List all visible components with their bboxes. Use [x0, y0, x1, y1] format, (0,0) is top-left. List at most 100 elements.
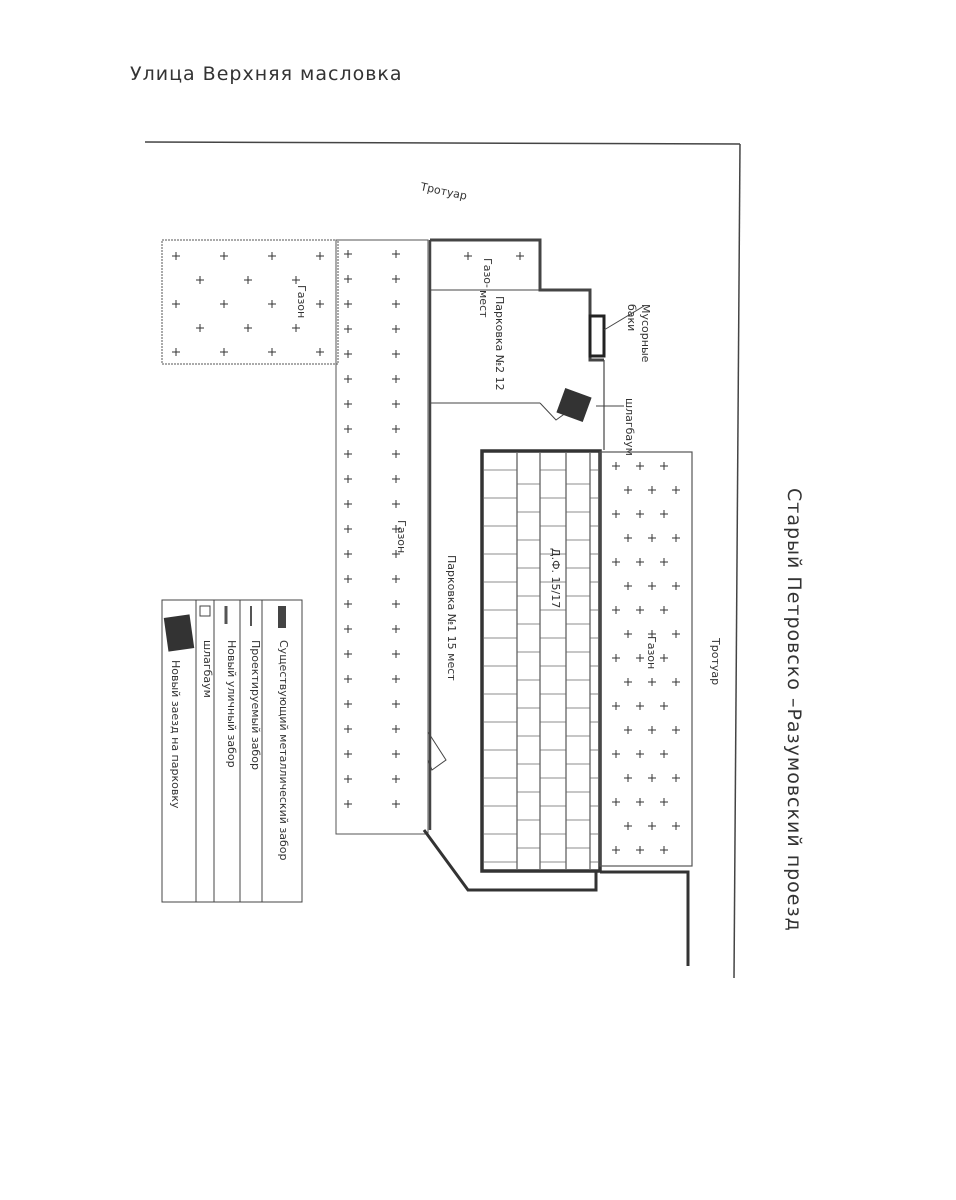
- lawn-mark: [244, 276, 252, 284]
- lawn-mark: [344, 475, 352, 483]
- lawn-mark: [344, 525, 352, 533]
- lawn-mark: [636, 462, 644, 470]
- lawn-mark: [624, 534, 632, 542]
- lawn-mark: [344, 675, 352, 683]
- lawn-mark: [660, 798, 668, 806]
- lawn-mark: [316, 252, 324, 260]
- lawn-mark: [648, 726, 656, 734]
- lawn-mark: [636, 846, 644, 854]
- lawn-marks: [172, 250, 680, 854]
- lawn-small-label: Газо-: [481, 258, 494, 288]
- ramp: [427, 731, 447, 771]
- lawn-mark: [648, 774, 656, 782]
- lawn-mark: [660, 750, 668, 758]
- lawn-mark: [344, 325, 352, 333]
- lawn-mark: [392, 400, 400, 408]
- parking2-label-2: мест: [477, 290, 490, 318]
- lawn-mark: [344, 800, 352, 808]
- lawn-mark: [392, 700, 400, 708]
- lawn-mark: [624, 678, 632, 686]
- lawn-mark: [392, 675, 400, 683]
- lawn-mark: [220, 300, 228, 308]
- trash-bin: [588, 314, 606, 358]
- lawn-mark: [392, 725, 400, 733]
- lawn-mark: [292, 276, 300, 284]
- lawn-mark: [648, 822, 656, 830]
- legend-box: [161, 599, 303, 903]
- lawn-mark: [660, 606, 668, 614]
- lawn-mark: [392, 375, 400, 383]
- lawn-mark: [636, 654, 644, 662]
- legend-symbol-existing-fence: [278, 606, 286, 628]
- lawn-mark: [268, 300, 276, 308]
- lawn-mark: [344, 725, 352, 733]
- lawn-mark: [672, 774, 680, 782]
- trash-label-1: Мусорные: [639, 304, 652, 363]
- lawn-mark: [316, 348, 324, 356]
- lawn-mark: [392, 650, 400, 658]
- lawn-left-label: Газон: [395, 520, 408, 553]
- lawn-mark: [344, 550, 352, 558]
- lawn-topleft-label: Газон: [295, 285, 308, 318]
- bottom-fence: [422, 829, 690, 966]
- lawn-mark: [344, 350, 352, 358]
- lawn-mark: [344, 500, 352, 508]
- lawn-mark: [648, 534, 656, 542]
- lawn-right-label: Газон: [645, 636, 658, 669]
- lawn-mark: [268, 348, 276, 356]
- sidewalk-right-label: Тротуар: [709, 637, 722, 685]
- lawn-mark: [392, 600, 400, 608]
- lawn-mark: [392, 625, 400, 633]
- lawn-mark: [612, 462, 620, 470]
- lawn-topleft: [161, 239, 339, 365]
- lawn-mark: [612, 654, 620, 662]
- lawn-mark: [344, 650, 352, 658]
- lawn-mark: [392, 250, 400, 258]
- lawn-mark: [392, 800, 400, 808]
- trash-label-2: баки: [625, 304, 638, 331]
- lawn-mark: [344, 775, 352, 783]
- parking15-label: Парковка №1 15 мест: [445, 555, 458, 681]
- lawn-mark: [660, 702, 668, 710]
- lawn-mark: [344, 300, 352, 308]
- lawn-mark: [220, 252, 228, 260]
- lawn-mark: [612, 558, 620, 566]
- lawn-mark: [636, 510, 644, 518]
- lawn-mark: [672, 630, 680, 638]
- lawn-mark: [392, 750, 400, 758]
- lawn-right: [599, 451, 693, 867]
- lawn-mark: [344, 750, 352, 758]
- lawn-mark: [648, 630, 656, 638]
- lawn-mark: [624, 486, 632, 494]
- lawn-mark: [392, 475, 400, 483]
- lawn-mark: [672, 486, 680, 494]
- lawn-mark: [660, 558, 668, 566]
- lawn-mark: [660, 654, 668, 662]
- lawn-mark: [220, 348, 228, 356]
- sidewalk-top-label: Тротуар: [418, 180, 468, 203]
- legend-item-existing: Существующий металлический забор: [277, 640, 290, 860]
- lawn-mark: [344, 250, 352, 258]
- lawn-mark: [672, 822, 680, 830]
- lawn-mark: [392, 500, 400, 508]
- new-entrance-marker: [556, 387, 592, 423]
- lawn-mark: [344, 425, 352, 433]
- lawn-mark: [392, 550, 400, 558]
- lawn-mark: [624, 822, 632, 830]
- lawn-mark: [636, 558, 644, 566]
- lawn-mark: [344, 600, 352, 608]
- lawn-mark: [344, 450, 352, 458]
- legend-item-gate: шлагбаум: [201, 640, 214, 698]
- lawn-mark: [612, 606, 620, 614]
- lawn-mark: [344, 625, 352, 633]
- lawn-mark: [612, 846, 620, 854]
- lawn-mark: [292, 324, 300, 332]
- lawn-mark: [636, 798, 644, 806]
- lawn-mark: [392, 575, 400, 583]
- lawn-mark: [612, 798, 620, 806]
- lawn-mark: [392, 300, 400, 308]
- lawn-mark: [172, 348, 180, 356]
- lawn-mark: [660, 846, 668, 854]
- lawn-mark: [672, 726, 680, 734]
